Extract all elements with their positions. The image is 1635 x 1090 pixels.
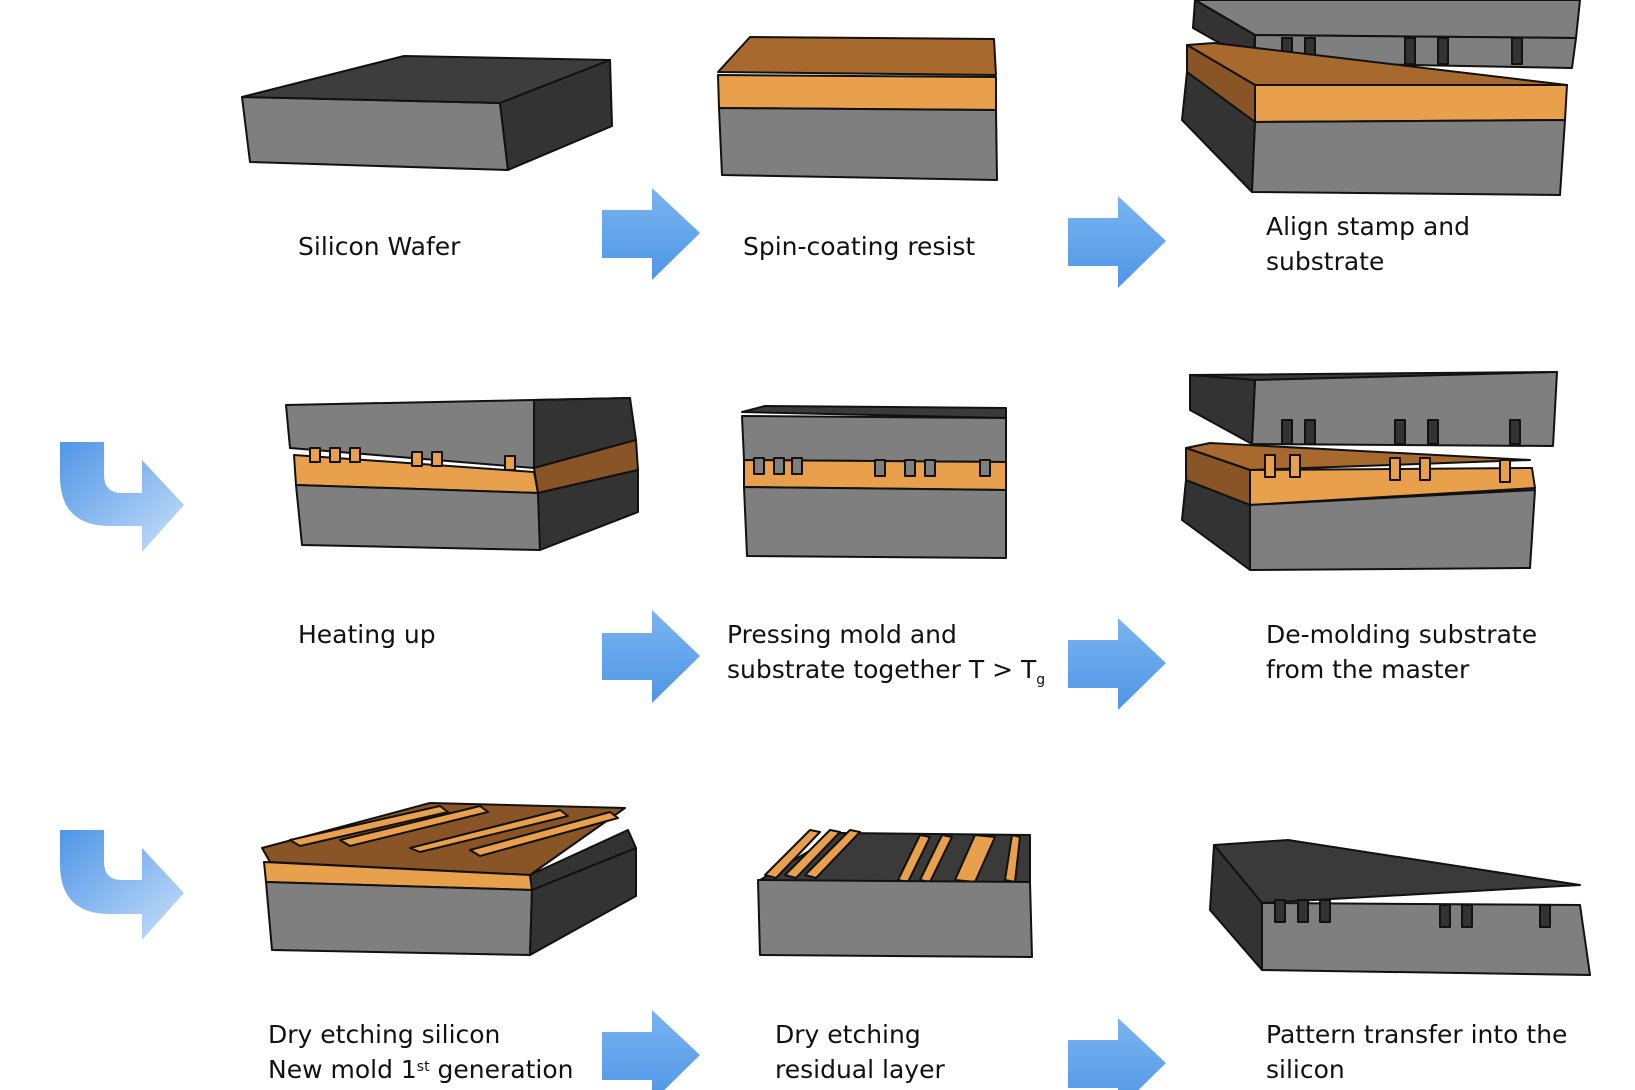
step-label-silicon-wafer: Silicon Wafer: [298, 229, 460, 264]
label-line: Dry etching silicon: [268, 1020, 501, 1049]
align-stamp-block: [1181, 0, 1581, 196]
label-text: substrate together T > T: [727, 655, 1037, 684]
step-label-align: Align stamp and substrate: [1266, 209, 1470, 279]
label-line: Pattern transfer into the: [1266, 1020, 1568, 1049]
label-line: silicon: [1266, 1055, 1345, 1084]
silicon-wafer-block: [241, 55, 613, 171]
label-line: Silicon Wafer: [298, 232, 461, 261]
step-label-pressing: Pressing mold and substrate together T >…: [727, 617, 1045, 692]
label-line: residual layer: [775, 1055, 945, 1084]
label-line: from the master: [1266, 655, 1470, 684]
spin-coated-wafer-block: [717, 36, 998, 181]
ordinal-superscript: st: [416, 1059, 430, 1075]
dry-etch-silicon-block: [261, 802, 637, 956]
glass-transition-subscript: g: [1036, 672, 1046, 688]
heating-up-block: [285, 397, 639, 551]
label-line: De-molding substrate: [1266, 620, 1538, 649]
label-line: Heating up: [298, 620, 436, 649]
label-line: New mold 1st generation: [268, 1052, 574, 1087]
step-label-dry-etch-silicon: Dry etching silicon New mold 1st generat…: [268, 1017, 574, 1087]
demolding-block: [1181, 371, 1558, 571]
return-arrow-row2: [60, 442, 184, 552]
label-line: Pressing mold and: [727, 620, 957, 649]
step-label-pattern-transfer: Pattern transfer into the silicon: [1266, 1017, 1567, 1087]
arrow-right-2: [1068, 196, 1166, 288]
arrow-right-3: [602, 610, 700, 703]
label-line: Dry etching: [775, 1020, 921, 1049]
return-arrow-row3: [60, 830, 184, 940]
step-label-spin-coating: Spin-coating resist: [743, 229, 975, 264]
step-label-demolding: De-molding substrate from the master: [1266, 617, 1537, 687]
pressing-mold-block: [741, 405, 1007, 559]
label-line: Align stamp and: [1266, 212, 1471, 241]
dry-etch-residual-block: [757, 829, 1033, 958]
step-label-heating: Heating up: [298, 617, 436, 652]
arrow-right-1: [602, 188, 700, 280]
label-line: substrate: [1266, 247, 1385, 276]
label-line: Spin-coating resist: [743, 232, 976, 261]
label-line: substrate together T > Tg: [727, 652, 1045, 692]
label-text: generation: [429, 1055, 574, 1084]
pattern-transfer-block: [1209, 839, 1591, 976]
arrow-right-5: [602, 1010, 700, 1090]
step-label-dry-etch-residual: Dry etching residual layer: [775, 1017, 945, 1087]
arrow-right-4: [1068, 618, 1166, 710]
arrow-right-6: [1068, 1018, 1166, 1090]
label-text: New mold 1: [268, 1055, 417, 1084]
